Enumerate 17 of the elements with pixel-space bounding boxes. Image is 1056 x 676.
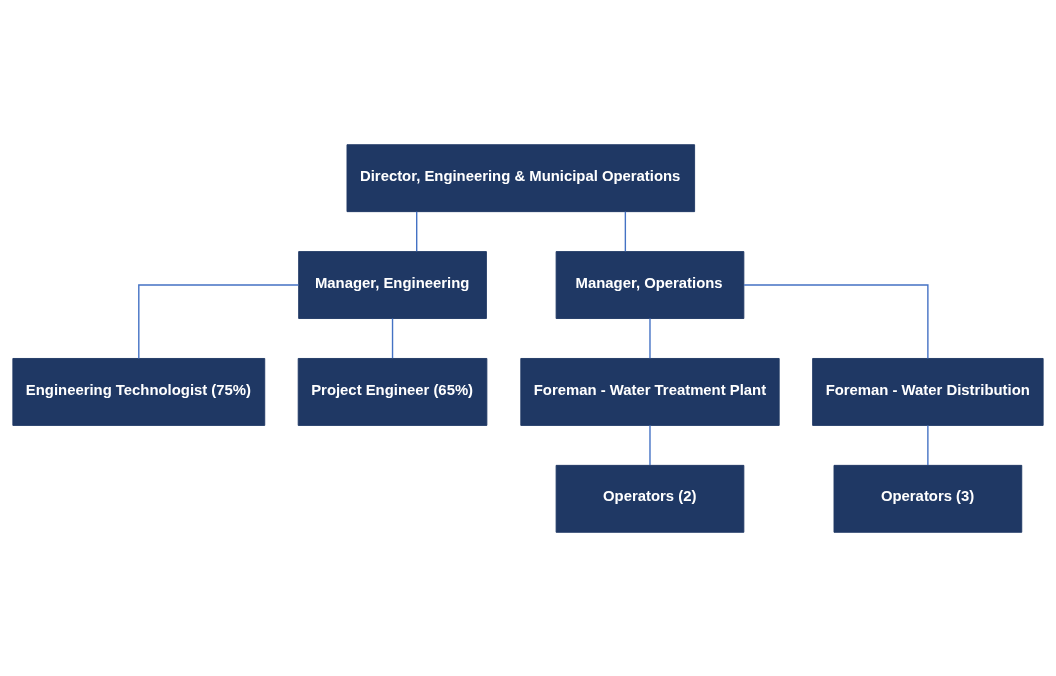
- node-box: Engineering Technologist (75%): [12, 357, 266, 426]
- connector: [649, 317, 651, 359]
- node-box: Operators (2): [555, 464, 745, 533]
- connector: [927, 424, 929, 466]
- connector: [624, 210, 627, 252]
- connector: [391, 317, 394, 359]
- node-box: Project Engineer (65%): [297, 357, 488, 426]
- node-box: Manager, Engineering: [298, 250, 487, 319]
- connector: [649, 424, 651, 466]
- connector: [416, 210, 418, 252]
- node-box: Foreman - Water Distribution: [812, 357, 1044, 426]
- node-box: Director, Engineering & Municipal Operations: [346, 143, 696, 212]
- connector: [138, 283, 300, 359]
- node-box: Operators (3): [833, 464, 1023, 533]
- node-box: Foreman - Water Treatment Plant: [520, 357, 780, 426]
- node-box: Manager, Operations: [555, 250, 745, 319]
- connector: [743, 283, 929, 359]
